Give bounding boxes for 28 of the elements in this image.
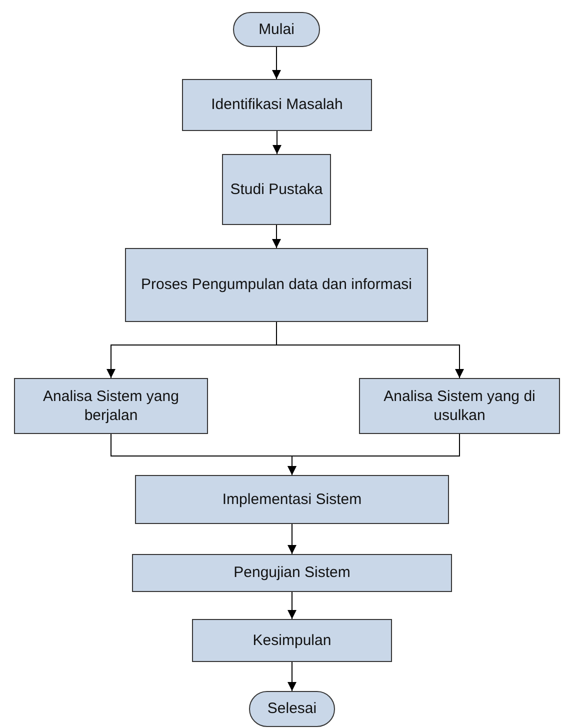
arrow [276, 322, 464, 378]
terminator [233, 12, 320, 47]
process-box [359, 378, 560, 434]
node-text: Kesimpulan [252, 630, 332, 650]
process-box [14, 378, 208, 434]
process-box [182, 79, 372, 131]
node-text: Mulai [258, 20, 294, 40]
arrow [272, 46, 281, 80]
node-text: Implementasi Sistem [222, 490, 362, 510]
node-text: Selesai [267, 699, 317, 719]
arrow [288, 434, 460, 476]
node-text: Analisa Sistem yang di usulkan [382, 386, 536, 426]
node-text: Identifikasi Masalah [211, 95, 343, 115]
process-box [222, 154, 331, 225]
arrow [272, 130, 282, 154]
arrow [288, 662, 296, 692]
process-box [192, 619, 392, 662]
process-box [132, 554, 452, 592]
process-box [125, 248, 428, 322]
terminator [249, 691, 335, 727]
node-text: Proses Pengumpulan data dan informasi [141, 275, 412, 295]
arrow [272, 224, 281, 248]
node-text: Analisa Sistem yang berjalan [42, 386, 180, 426]
arrow [288, 592, 296, 620]
node-text: Pengujian Sistem [234, 563, 350, 583]
node-text: Studi Pustaka [230, 180, 323, 200]
process-box [135, 475, 449, 524]
arrow [288, 524, 296, 554]
